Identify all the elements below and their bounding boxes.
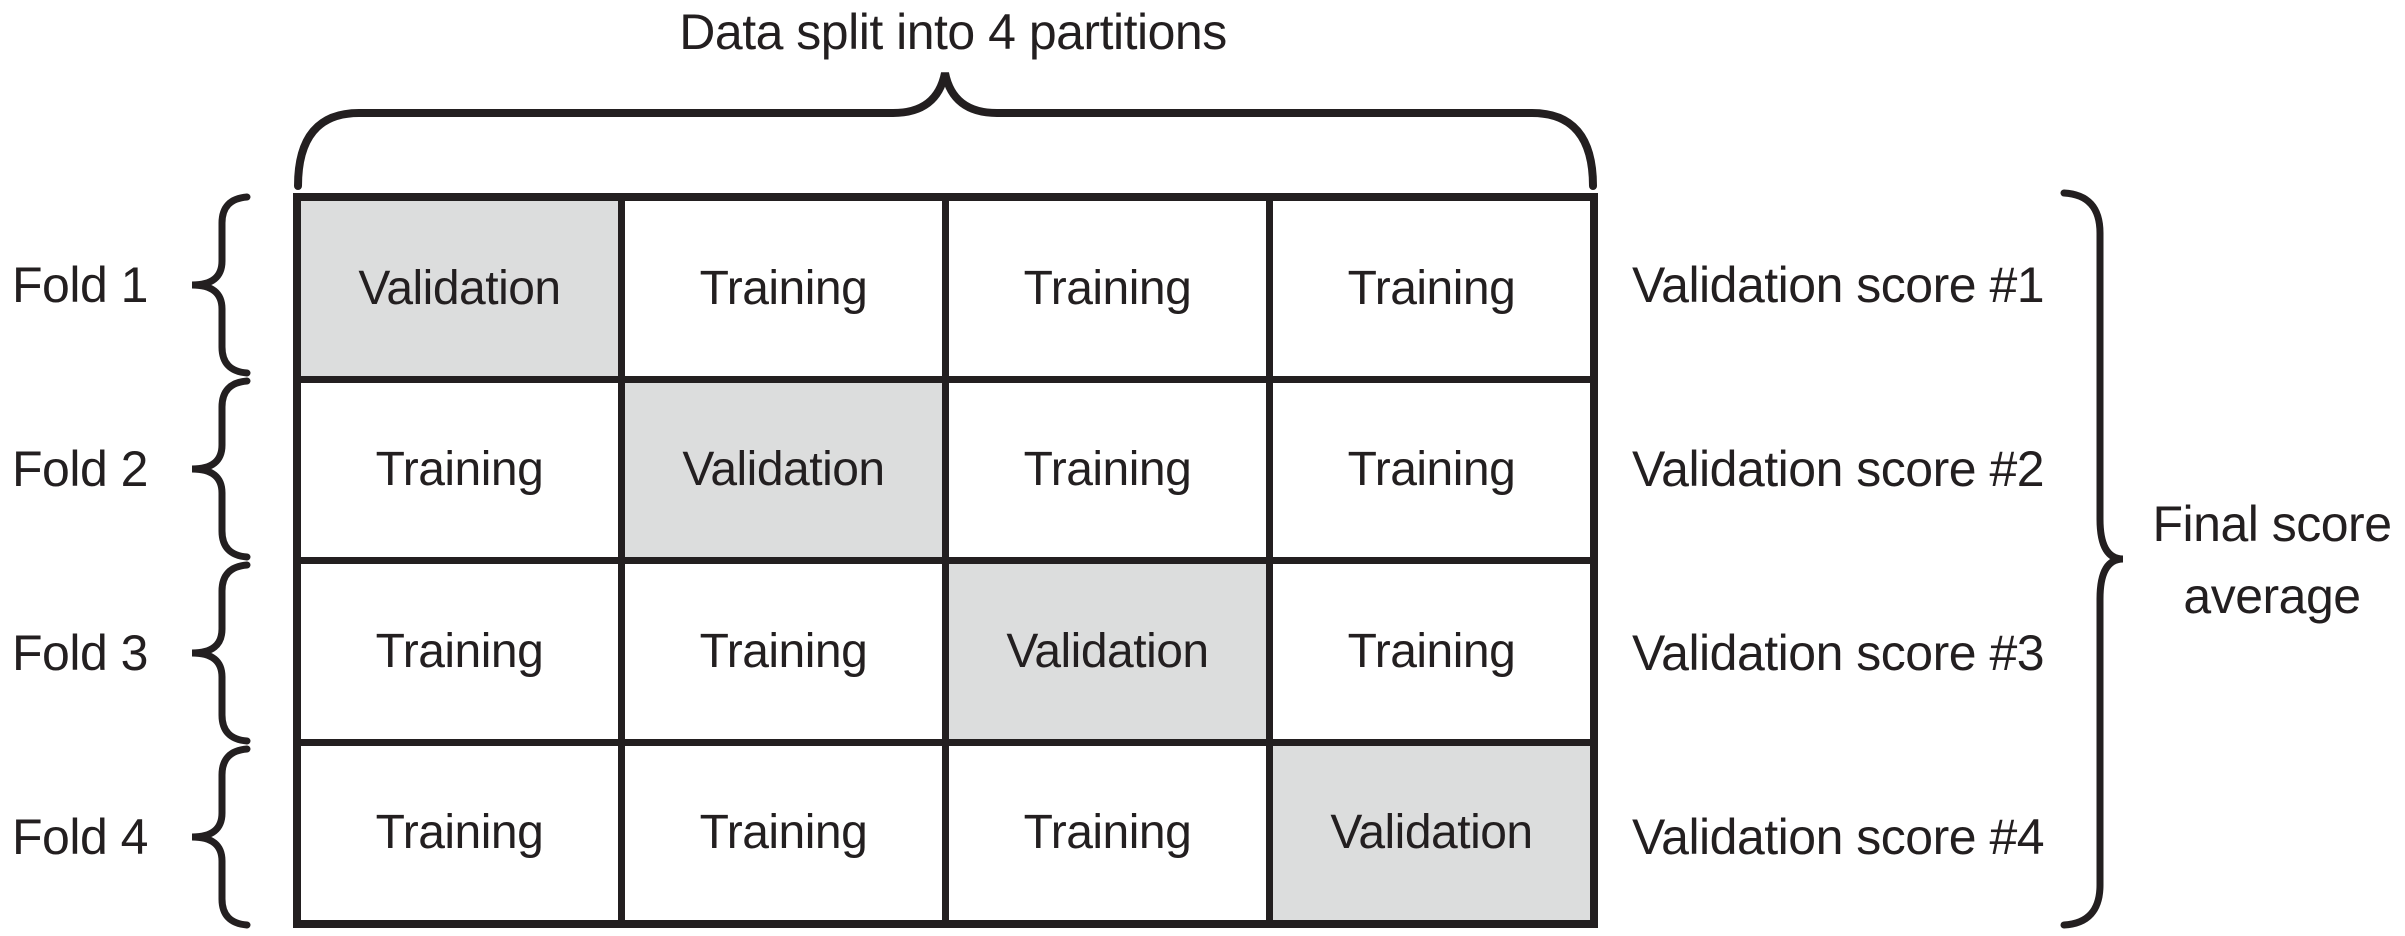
- validation-score-label-3: Validation score #3: [1632, 625, 2045, 681]
- grid-cell-r3c2: Training: [625, 564, 942, 739]
- diagram-title: Data split into 4 partitions: [679, 4, 1227, 60]
- partitions-brace: [293, 66, 1598, 190]
- grid-cell-r2c3: Training: [949, 382, 1266, 557]
- validation-score-label-4: Validation score #4: [1632, 809, 2045, 865]
- validation-score-label-1: Validation score #1: [1632, 257, 2045, 313]
- fold-label-3: Fold 3: [12, 625, 148, 681]
- final-score-line2: average: [2183, 568, 2361, 624]
- fold-brace-2: [185, 377, 253, 561]
- validation-score-label-2: Validation score #2: [1632, 441, 2045, 497]
- left-curly-brace-icon: [191, 377, 251, 561]
- grid-cell-r3c1: Training: [301, 564, 618, 739]
- fold-grid: Validation Training Training Training Tr…: [293, 193, 1598, 928]
- grid-cell-r1c4: Training: [1273, 201, 1590, 376]
- fold-brace-4: [185, 745, 253, 929]
- grid-cell-r2c1: Training: [301, 382, 618, 557]
- grid-cell-r1c2: Training: [625, 201, 942, 376]
- grid-cell-r4c3: Training: [949, 745, 1266, 920]
- fold-brace-3: [185, 561, 253, 745]
- final-score-average-label: Final score average: [2136, 488, 2405, 632]
- fold-label-2: Fold 2: [12, 441, 148, 497]
- left-curly-brace-icon: [191, 561, 251, 745]
- fold-label-4: Fold 4: [12, 809, 148, 865]
- grid-cell-r3c4: Training: [1273, 564, 1590, 739]
- right-curly-brace-icon: [2060, 189, 2124, 929]
- grid-cell-r1c3: Training: [949, 201, 1266, 376]
- grid-cell-r4c4: Validation: [1273, 745, 1590, 920]
- left-curly-brace-icon: [191, 745, 251, 929]
- grid-cell-r4c1: Training: [301, 745, 618, 920]
- final-score-brace: [2056, 189, 2128, 929]
- grid-cell-r4c2: Training: [625, 745, 942, 920]
- grid-cell-r3c3: Validation: [949, 564, 1266, 739]
- grid-cell-r2c2: Validation: [625, 382, 942, 557]
- final-score-line1: Final score: [2152, 496, 2392, 552]
- fold-label-1: Fold 1: [12, 257, 148, 313]
- top-curly-brace-icon: [294, 72, 1597, 190]
- fold-brace-1: [185, 193, 253, 377]
- left-curly-brace-icon: [191, 193, 251, 377]
- grid-cell-r2c4: Training: [1273, 382, 1590, 557]
- grid-cell-r1c1: Validation: [301, 201, 618, 376]
